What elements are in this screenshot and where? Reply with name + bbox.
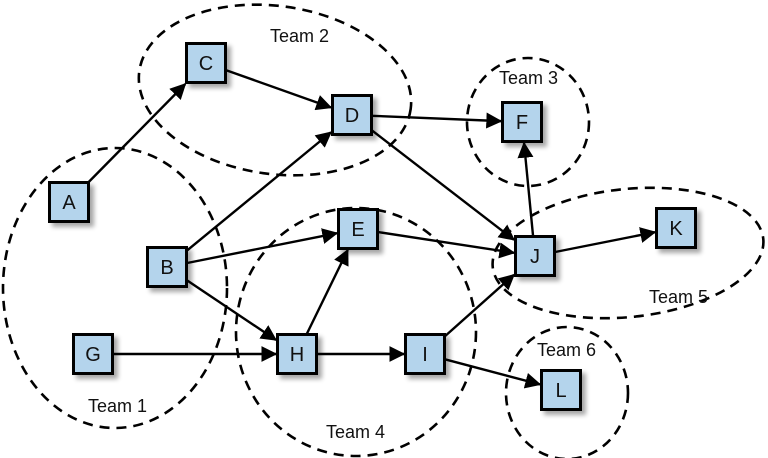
edge-D-to-F bbox=[371, 112, 503, 129]
node-label-G: G bbox=[85, 344, 101, 366]
team-label-team6: Team 6 bbox=[537, 340, 596, 360]
node-G: G bbox=[72, 333, 114, 375]
edge-J-to-F bbox=[517, 141, 535, 237]
node-K: K bbox=[655, 207, 697, 249]
node-box-D bbox=[331, 94, 373, 136]
node-label-I: I bbox=[422, 344, 428, 366]
node-label-E: E bbox=[351, 219, 364, 241]
node-box-I bbox=[404, 333, 446, 375]
node-E: E bbox=[337, 208, 379, 250]
node-D: D bbox=[331, 94, 373, 136]
edge-A-to-C bbox=[87, 83, 187, 184]
node-H: H bbox=[276, 333, 318, 375]
team-label-team4: Team 4 bbox=[326, 422, 385, 442]
team-boundary-team6 bbox=[504, 325, 630, 458]
nodes-layer: A B C D E F G H I J K L bbox=[48, 42, 697, 411]
team-label-team3: Team 3 bbox=[499, 68, 558, 88]
edge-E-to-J bbox=[377, 230, 516, 259]
edge-B-to-E bbox=[186, 228, 339, 265]
node-box-H bbox=[276, 333, 318, 375]
node-label-L: L bbox=[555, 380, 566, 402]
edge-I-to-L bbox=[444, 358, 542, 389]
node-label-B: B bbox=[160, 257, 173, 279]
node-label-D: D bbox=[345, 105, 359, 127]
node-box-G bbox=[72, 333, 114, 375]
node-F: F bbox=[501, 101, 543, 143]
node-label-J: J bbox=[530, 246, 540, 268]
team-boundary-team3 bbox=[465, 56, 591, 188]
node-label-A: A bbox=[62, 192, 76, 214]
team-label-team5: Team 5 bbox=[649, 287, 708, 307]
team-label-team1: Team 1 bbox=[88, 396, 147, 416]
node-label-H: H bbox=[290, 344, 304, 366]
teams-layer bbox=[1, 3, 765, 458]
node-box-E bbox=[337, 208, 379, 250]
team-boundary-team1 bbox=[1, 146, 229, 430]
node-J: J bbox=[514, 235, 556, 277]
edge-B-to-H bbox=[185, 279, 278, 341]
edge-J-to-K bbox=[554, 227, 657, 254]
team-label-team2: Team 2 bbox=[270, 26, 329, 46]
team-boundary-team2 bbox=[137, 3, 413, 177]
edge-B-to-D bbox=[185, 131, 333, 252]
node-box-A bbox=[48, 181, 90, 223]
team-boundary-team5 bbox=[491, 186, 765, 320]
node-box-F bbox=[501, 101, 543, 143]
edges-layer bbox=[87, 68, 657, 389]
node-I: I bbox=[404, 333, 446, 375]
edge-C-to-D bbox=[225, 68, 333, 111]
node-label-K: K bbox=[669, 218, 683, 240]
edge-H-to-E bbox=[305, 248, 349, 336]
node-box-B bbox=[146, 246, 188, 288]
node-box-L bbox=[540, 369, 582, 411]
edge-D-to-J bbox=[370, 129, 516, 241]
node-C: C bbox=[185, 42, 227, 84]
node-B: B bbox=[146, 246, 188, 288]
team-labels-layer: Team 1 Team 2 Team 3 Team 4 Team 5 Team 6 bbox=[88, 26, 708, 442]
node-L: L bbox=[540, 369, 582, 411]
node-box-J bbox=[514, 235, 556, 277]
node-box-K bbox=[655, 207, 697, 249]
edge-I-to-J bbox=[443, 273, 515, 338]
node-label-C: C bbox=[199, 53, 213, 75]
node-label-F: F bbox=[516, 112, 528, 134]
node-A: A bbox=[48, 181, 90, 223]
team-boundary-team4 bbox=[234, 206, 478, 458]
node-box-C bbox=[185, 42, 227, 84]
